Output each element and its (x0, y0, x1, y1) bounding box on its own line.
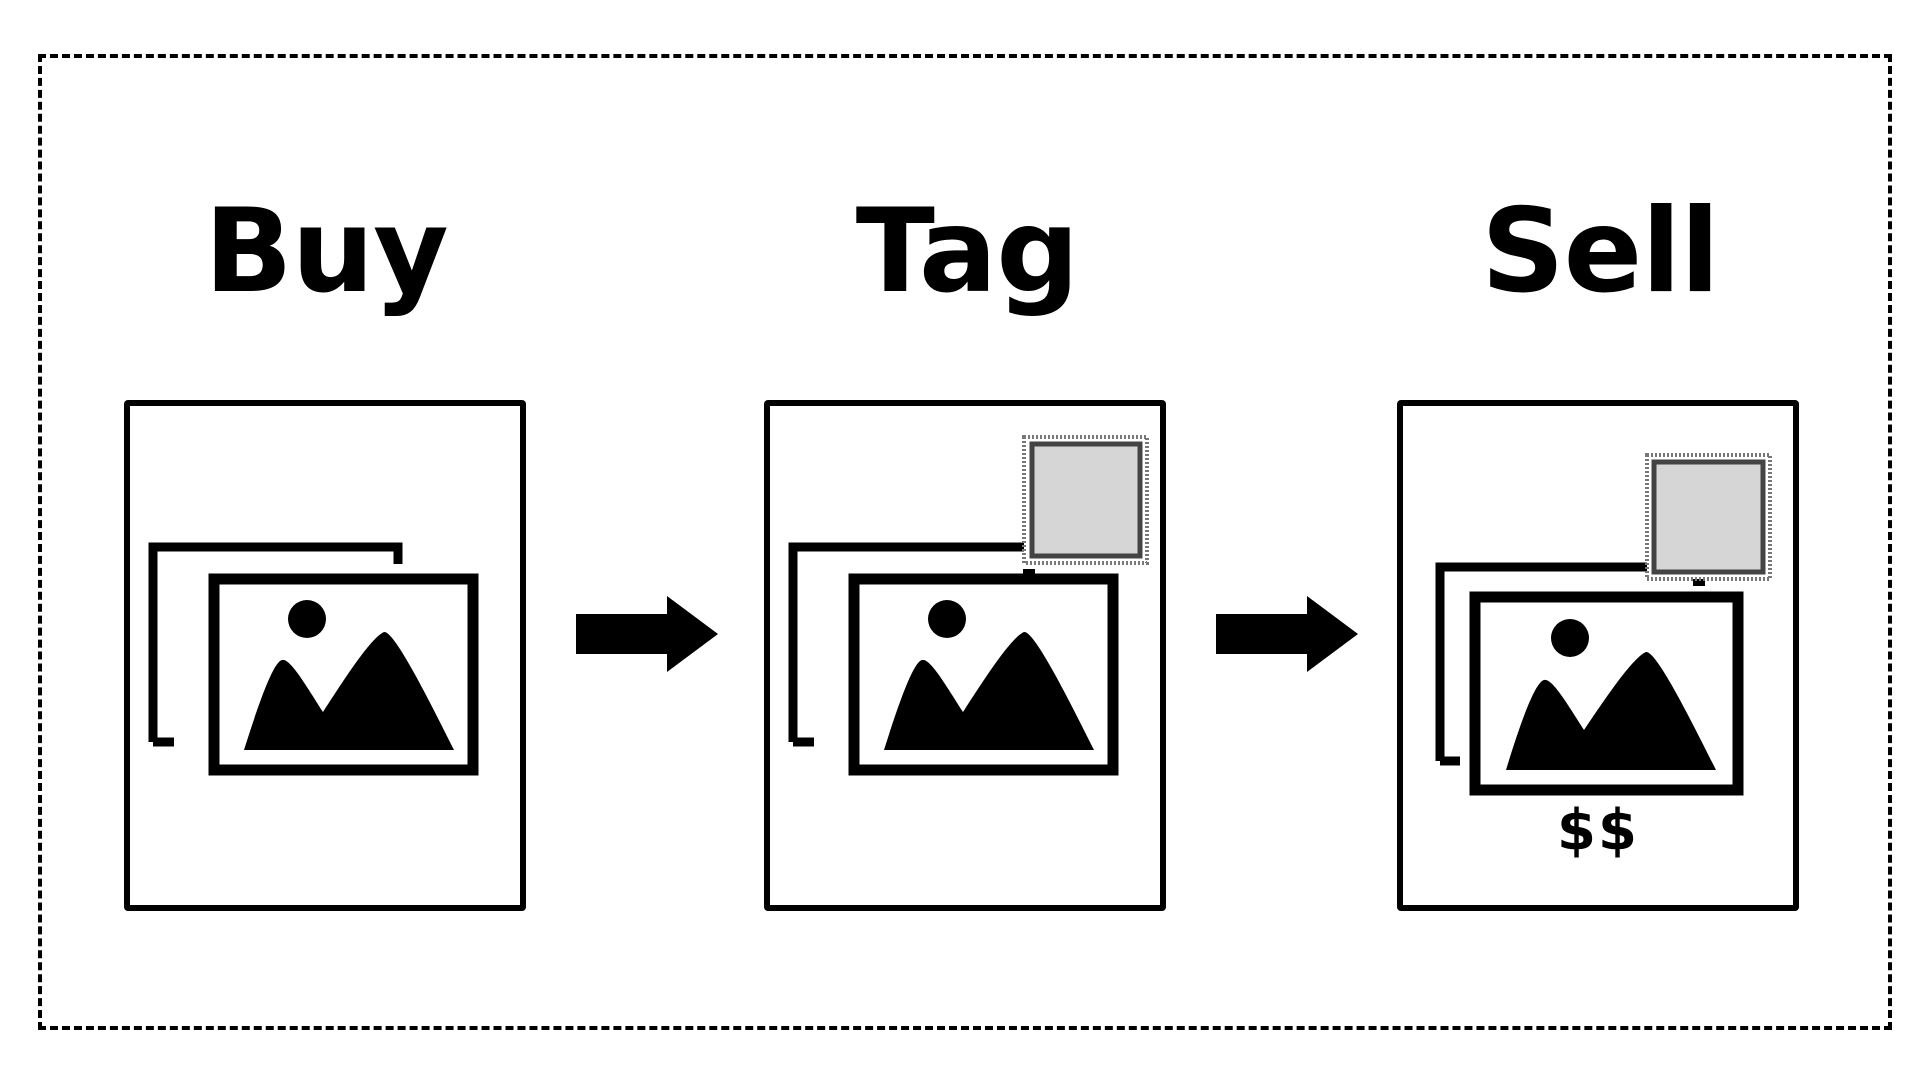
tagged-image-for-sale-icon (1435, 453, 1772, 796)
dashed-frame (38, 54, 1892, 1030)
price-label: $$ (1557, 798, 1639, 863)
stamp-tag-icon (1022, 435, 1149, 579)
arrow-right-icon (1216, 596, 1358, 672)
step-label-sell: Sell (1481, 184, 1720, 319)
sell-panel: $$ (1397, 400, 1799, 911)
arrow-right-icon (576, 596, 718, 672)
image-stack-icon (148, 542, 479, 776)
tag-panel (764, 400, 1166, 911)
step-label-buy: Buy (204, 184, 449, 319)
tagged-image-icon (788, 435, 1149, 776)
buy-panel (124, 400, 526, 911)
step-label-tag: Tag (855, 184, 1080, 319)
stamp-tag-icon (1645, 453, 1772, 586)
